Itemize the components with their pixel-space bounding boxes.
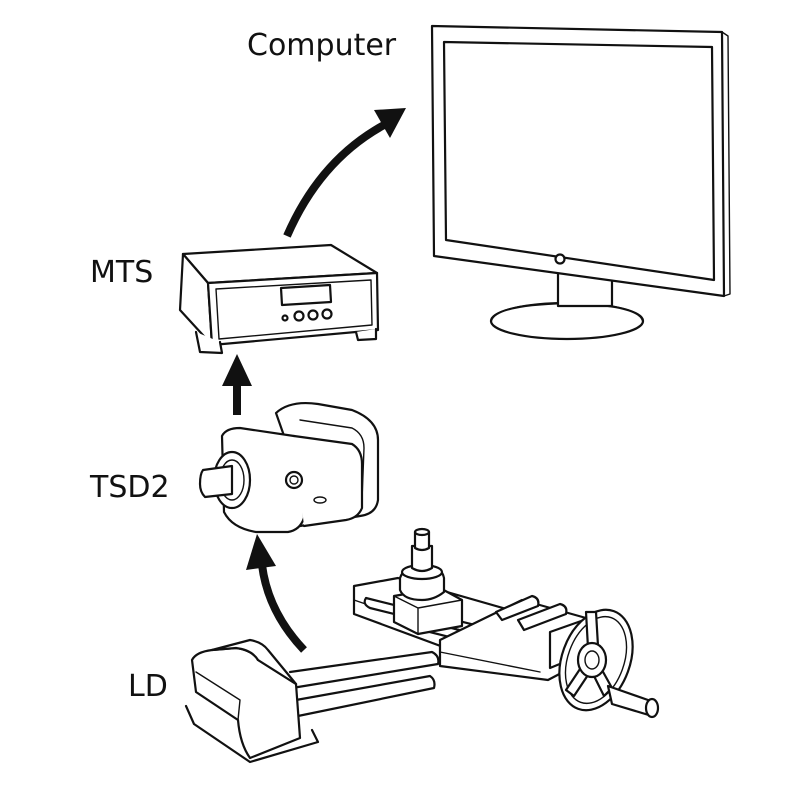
loading-device-icon xyxy=(184,527,660,764)
tsd2-label: TSD2 xyxy=(90,470,170,505)
flow-arrow-tsd2-to-mts xyxy=(222,354,252,415)
flow-arrow-ld-to-tsd2 xyxy=(246,534,307,653)
monitor-icon xyxy=(430,24,731,341)
computer-label: Computer xyxy=(247,28,397,63)
flow-arrow-mts-to-computer xyxy=(283,108,406,238)
torque-sensor-icon xyxy=(198,401,380,534)
meter-box-icon xyxy=(178,243,380,355)
mts-label: MTS xyxy=(90,255,154,290)
ld-label: LD xyxy=(128,669,168,704)
